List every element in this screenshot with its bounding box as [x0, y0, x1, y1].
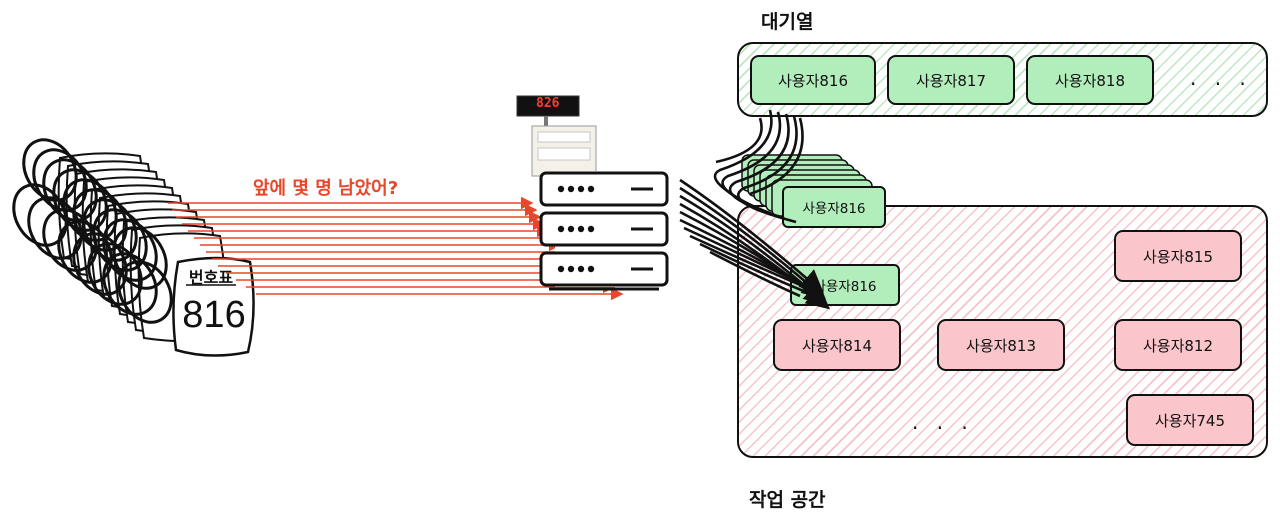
queue-user-2: 사용자817 — [887, 55, 1015, 105]
queue-title: 대기열 — [761, 11, 814, 33]
work-ellipsis: · · · — [912, 416, 974, 440]
work-user-745: 사용자745 — [1126, 394, 1254, 446]
server-icon — [539, 171, 671, 291]
work-user-813: 사용자813 — [937, 319, 1065, 371]
work-user-812: 사용자812 — [1114, 319, 1242, 371]
number-display-board — [516, 95, 597, 177]
question-text: 앞에 몇 명 남았어? — [253, 178, 399, 199]
queue-ellipsis: · · · — [1190, 72, 1252, 96]
request-arrows — [168, 196, 624, 301]
ticket-header: 번호표 — [188, 268, 234, 287]
work-user-814: 사용자814 — [773, 319, 901, 371]
entering-user-1: 사용자816 — [782, 186, 886, 228]
display-number: 826 — [536, 96, 560, 111]
ticket-stack — [12, 138, 255, 357]
ticket-number: 816 — [182, 294, 246, 336]
workspace-title: 작업 공간 — [749, 489, 826, 511]
queue-user-1: 사용자816 — [750, 55, 876, 105]
work-user-815: 사용자815 — [1114, 230, 1242, 282]
queue-user-3: 사용자818 — [1026, 55, 1154, 105]
